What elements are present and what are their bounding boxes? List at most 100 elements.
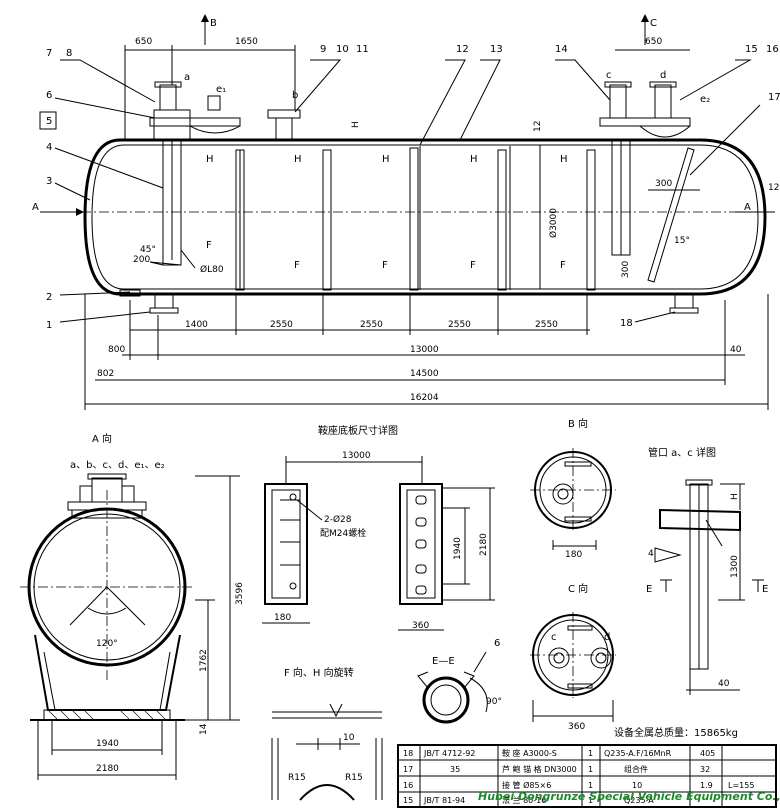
svg-text:300: 300 [655,179,672,189]
part-8: 8 [66,48,72,59]
bom-cell: 1 [588,781,593,790]
svg-text:650: 650 [135,37,152,47]
svg-text:120°: 120° [96,639,118,649]
arrow-a-right: A [744,202,751,213]
part-3: 3 [46,176,52,187]
svg-text:12: 12 [533,121,543,132]
svg-text:R15: R15 [288,773,306,783]
view-c-title: C 向 [568,582,588,595]
svg-text:800: 800 [108,345,125,355]
part-17: 17 [768,92,780,103]
arrow-b: B [210,18,217,29]
view-b [530,448,616,550]
view-a [20,473,240,780]
svg-text:1300: 1300 [730,555,740,578]
svg-text:c: c [551,632,557,643]
nozzle-b [267,109,301,141]
svg-text:H: H [351,121,361,128]
svg-text:40: 40 [718,679,730,689]
main-elevation [40,14,775,410]
svg-text:E: E [762,584,768,595]
flow-f-4: F [470,260,476,271]
svg-text:300: 300 [621,261,631,278]
bom-table [397,744,777,808]
fh-title: F 向、H 向旋转 [284,666,354,679]
ee-title: E—E [432,656,455,667]
svg-text:2550: 2550 [270,320,293,330]
bom-cell: 10 [632,781,642,790]
svg-text:12: 12 [768,183,779,193]
part-10: 10 [336,44,349,55]
flow-h-5: H [560,154,568,165]
part-14: 14 [555,44,568,55]
svg-text:4: 4 [648,549,654,559]
bom-cell: 17 [403,765,413,774]
svg-text:360: 360 [568,722,585,732]
svg-text:13000: 13000 [342,451,371,461]
bom-cell: 15 [403,796,413,805]
bom-cell: 法 兰 80-16 [502,795,546,805]
bom-cell: 1 [588,796,593,805]
bom-cell: 1.9 [700,781,713,790]
bom-cell: 鞍 座 A3000-S [502,748,557,758]
svg-text:14500: 14500 [410,369,439,379]
svg-text:2550: 2550 [448,320,471,330]
svg-text:Ø3000: Ø3000 [548,208,559,238]
flow-h-2: H [294,154,302,165]
bom-cell: 组合件 [624,764,648,774]
fh-detail [271,703,383,801]
svg-text:650: 650 [645,37,662,47]
total-weight: 设备全属总质量：15865kg [614,726,738,739]
baffles [235,146,596,291]
svg-text:2-Ø28: 2-Ø28 [324,514,352,525]
bom-cell: 1 [588,749,593,758]
nozzle-c: c [606,70,612,81]
svg-text:180: 180 [274,613,291,623]
flow-h-3: H [382,154,390,165]
svg-text:H: H [730,493,740,500]
svg-text:1650: 1650 [235,37,258,47]
part-4: 4 [46,142,52,153]
svg-text:15°: 15° [674,236,690,246]
nozzle-detail-title: 管口 a、c 详图 [648,446,716,459]
leader-lines [54,59,761,323]
svg-text:3596: 3596 [235,582,245,605]
bom-cell: 接 管 Ø85×6 [502,780,551,790]
nozzle-e1: e₁ [216,84,226,95]
part-1: 1 [46,320,52,331]
part-5: 5 [46,116,52,127]
svg-text:1940: 1940 [96,739,119,749]
svg-text:16204: 16204 [410,393,439,403]
view-c [530,612,616,722]
bom-cell: 405 [700,749,715,758]
svg-text:ØL80: ØL80 [200,264,224,275]
nozzle-d: d [660,70,666,81]
svg-text:2180: 2180 [96,764,119,774]
part-13: 13 [490,44,503,55]
svg-text:802: 802 [97,369,114,379]
part-18: 18 [620,318,633,329]
nozzle-detail [654,479,764,695]
svg-text:6: 6 [494,638,500,649]
view-b-title: B 向 [568,417,588,430]
flow-h-4: H [470,154,478,165]
bom-cell: L=155 [728,781,754,790]
flow-f-5: F [560,260,566,271]
section-ee [417,651,488,724]
right-inlet-pipe [599,81,691,256]
bom-cell: JB/T 81-94 [423,796,465,805]
inclined-baffle [647,147,695,283]
saddle-title: 鞍座底板尺寸详图 [318,424,398,437]
dimension-lines [84,45,769,410]
main-labels: 7 8 6 5 4 3 2 1 9 10 11 12 13 14 15 16 1… [32,18,780,331]
arrow-a-left: A [32,202,39,213]
bom-cell: 1 [588,765,593,774]
svg-text:d: d [604,632,610,643]
part-12: 12 [456,44,469,55]
bom-cell: 35 [450,765,460,774]
bom-cell: 16 [403,781,413,790]
arrow-c: C [650,18,657,29]
svg-text:2550: 2550 [535,320,558,330]
svg-text:2180: 2180 [479,533,489,556]
